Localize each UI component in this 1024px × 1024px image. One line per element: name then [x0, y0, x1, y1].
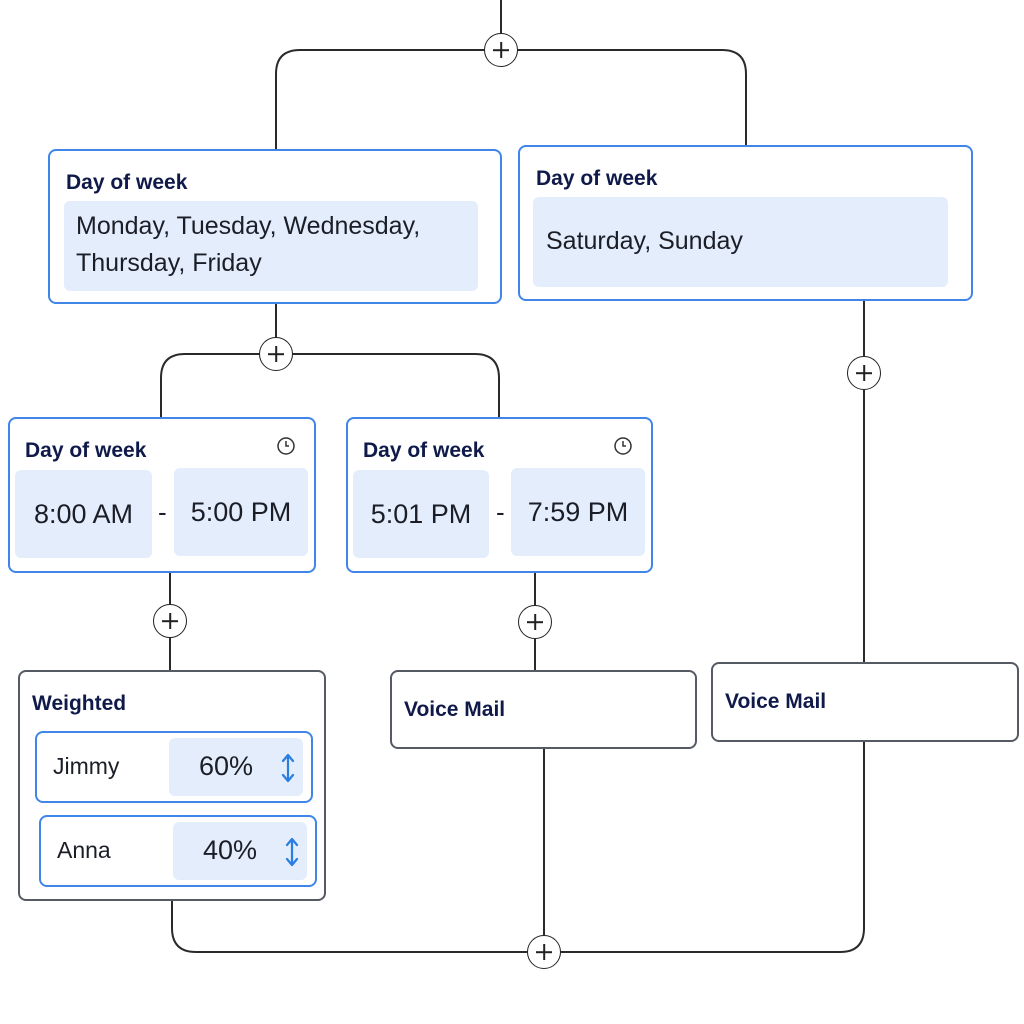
start-time-field[interactable]: 5:01 PM	[353, 470, 489, 558]
add-step-button-merge[interactable]	[527, 935, 561, 969]
node-title: Day of week	[66, 171, 188, 194]
end-time-field[interactable]: 5:00 PM	[174, 468, 308, 556]
split-percent-value: 40%	[203, 835, 258, 865]
split-percent-value: 60%	[199, 751, 254, 781]
add-step-button-weekday[interactable]	[259, 337, 293, 371]
clock-icon[interactable]	[613, 436, 633, 456]
split-name: Anna	[57, 837, 111, 863]
days-field[interactable]: Saturday, Sunday	[533, 197, 948, 287]
weekend-day-of-week-node[interactable]: Day of week Saturday, Sunday	[518, 145, 973, 301]
sort-arrows-icon[interactable]	[281, 752, 295, 784]
add-step-button-root[interactable]	[484, 33, 518, 67]
node-title: Day of week	[536, 167, 658, 190]
add-step-button-evening[interactable]	[518, 605, 552, 639]
time-separator: -	[158, 497, 167, 527]
evening-hours-node[interactable]: Day of week 5:01 PM - 7:59 PM	[346, 417, 653, 573]
weighted-row-jimmy[interactable]: Jimmy 60%	[35, 731, 313, 803]
connector-root-split	[275, 49, 747, 150]
weighted-row-anna[interactable]: Anna 40%	[39, 815, 317, 887]
node-title: Day of week	[25, 439, 147, 462]
node-title: Weighted	[32, 692, 127, 715]
voicemail-node-weekend[interactable]: Voice Mail	[711, 662, 1019, 742]
start-time-field[interactable]: 8:00 AM	[15, 470, 152, 558]
clock-icon[interactable]	[276, 436, 296, 456]
days-field[interactable]: Monday, Tuesday, Wednesday, Thursday, Fr…	[64, 201, 478, 291]
node-title: Voice Mail	[725, 690, 827, 713]
time-separator: -	[496, 497, 505, 527]
end-time-field[interactable]: 7:59 PM	[511, 468, 645, 556]
add-step-button-weekend[interactable]	[847, 356, 881, 390]
split-percent-field[interactable]: 60%	[169, 738, 303, 796]
weekday-day-of-week-node[interactable]: Day of week Monday, Tuesday, Wednesday, …	[48, 149, 502, 304]
add-step-button-business[interactable]	[153, 604, 187, 638]
weighted-node[interactable]: Weighted Jimmy 60% Anna 40%	[18, 670, 326, 901]
node-title: Voice Mail	[404, 698, 506, 721]
sort-arrows-icon[interactable]	[285, 836, 299, 868]
business-hours-node[interactable]: Day of week 8:00 AM - 5:00 PM	[8, 417, 316, 573]
connector-weekday-split	[160, 353, 500, 418]
voicemail-node-evening[interactable]: Voice Mail	[390, 670, 697, 749]
node-title: Day of week	[363, 439, 485, 462]
connector-merge	[171, 741, 865, 953]
split-name: Jimmy	[53, 753, 120, 779]
split-percent-field[interactable]: 40%	[173, 822, 307, 880]
